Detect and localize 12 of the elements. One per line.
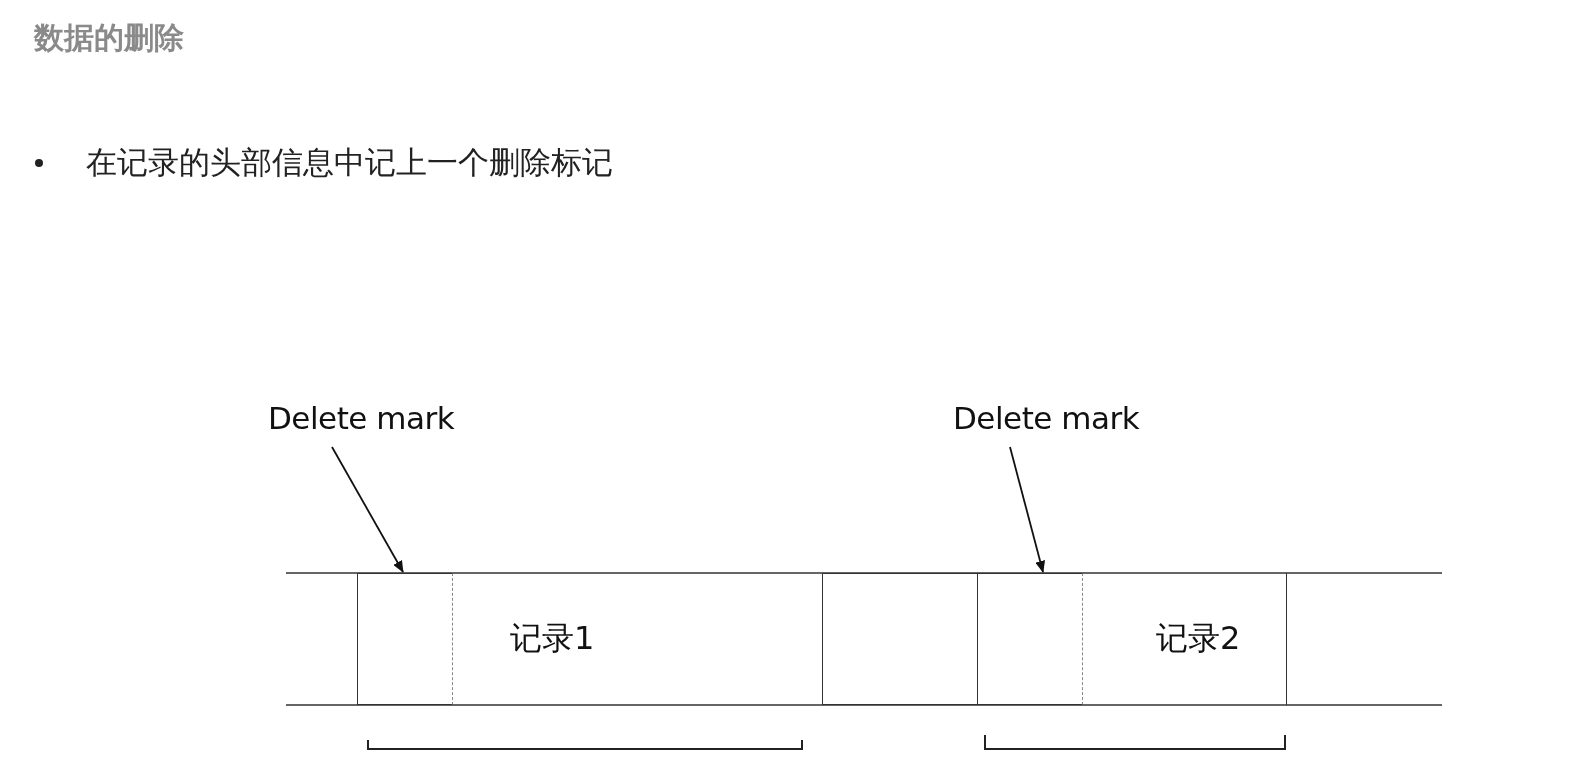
empty-cell — [822, 573, 978, 705]
record-box — [977, 573, 1287, 705]
header-cell — [977, 573, 1083, 705]
record-label: 记录2 — [1156, 618, 1241, 659]
header-cell — [357, 573, 453, 705]
label-text: Delete mark — [953, 400, 1140, 440]
label-text: Delete mark — [268, 400, 455, 440]
arrow — [331, 446, 404, 573]
title: 数据的删除 — [34, 19, 184, 57]
bullet-text: 在记录的头部信息中记上一个删除标记 — [86, 143, 613, 182]
arrow — [1009, 446, 1046, 573]
record-label: 记录1 — [510, 618, 595, 659]
